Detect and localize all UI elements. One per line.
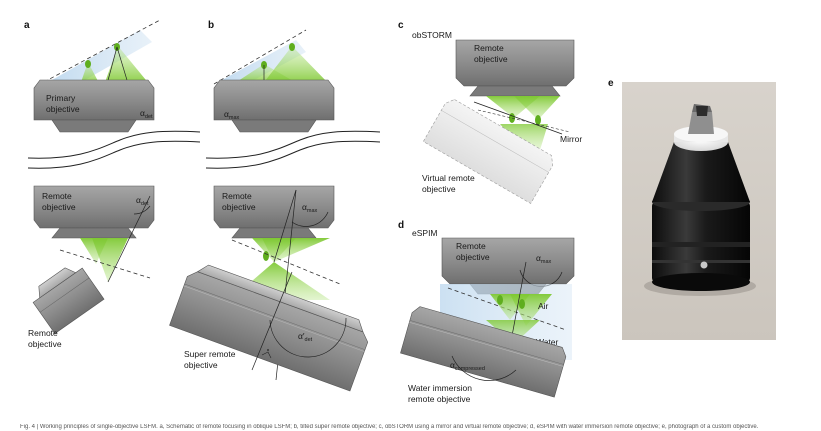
light-cone-right	[104, 46, 150, 85]
panel-e-letter: e	[608, 78, 614, 89]
primary-objective-base	[231, 119, 317, 133]
mirror-label: Mirror	[560, 134, 582, 144]
objective-photo-drawing	[644, 104, 756, 296]
focal-plane-line	[213, 29, 307, 85]
air-label: Air	[538, 301, 549, 311]
primary-objective	[33, 79, 155, 121]
right-angle-mark	[261, 351, 272, 359]
angle-arc	[269, 317, 347, 358]
panel-b: b αmax Remote objective αmax	[169, 20, 381, 392]
water-label: Water	[536, 337, 559, 347]
optical-axis	[251, 271, 293, 371]
panel-a: a Primary objective αdet Remote objectiv…	[24, 19, 201, 349]
remote-objective-label-1: Remote	[222, 191, 252, 201]
panel-e: e	[608, 78, 614, 89]
water-immersion-label-2: remote objective	[408, 394, 471, 404]
focal-plane-line	[43, 19, 161, 83]
panel-c-letter: c	[398, 20, 404, 31]
figure-caption: Fig. 4 | Working principles of single-ob…	[20, 424, 759, 430]
focus-spot	[263, 251, 269, 261]
super-remote-label-1: Super remote	[184, 349, 236, 359]
remote-objective-label-2: objective	[456, 252, 490, 262]
remote-objective-label-2: objective	[474, 54, 508, 64]
remote-objective	[455, 39, 575, 87]
virtual-remote-label-2: objective	[422, 184, 456, 194]
remote-objective-out-label-1: Remote	[28, 328, 58, 338]
panel-d: d eSPIM Remote objective αmax Air Water …	[398, 220, 575, 404]
alpha-det-label: αdet	[140, 108, 153, 120]
panel-d-letter: d	[398, 220, 404, 231]
remote-objective-label-1: Remote	[456, 241, 486, 251]
alpha-det-label-remote: αdet	[136, 195, 149, 207]
panel-a-letter: a	[24, 20, 30, 31]
break-line	[205, 130, 381, 159]
optical-axis	[107, 195, 151, 283]
panel-b-letter: b	[208, 20, 214, 31]
panel-c: c obSTORM Remote objective Mirror Virtua…	[398, 20, 582, 204]
virtual-remote-objective	[422, 99, 554, 204]
right-angle-dot	[267, 349, 269, 351]
tilted-remote-objective	[32, 267, 105, 335]
alpha-compressed-label: αcompressed	[450, 360, 485, 372]
reflected-cone	[500, 124, 548, 150]
water-immersion-remote-objective	[400, 306, 567, 398]
break-line	[27, 140, 201, 169]
focus-spot	[509, 113, 515, 123]
remote-objective-out-label-2: objective	[28, 339, 62, 349]
sample-plane	[52, 30, 152, 92]
light-cone	[92, 238, 128, 282]
remote-objective	[33, 185, 155, 229]
remote-objective	[213, 185, 335, 229]
mirror-line	[473, 101, 563, 135]
angle-arc	[133, 205, 151, 215]
light-cone-left	[80, 62, 100, 85]
focus-spot	[85, 60, 91, 68]
remote-objective-label-1: Remote	[474, 43, 504, 53]
focus-spot	[535, 115, 541, 125]
remote-objective-label-2: objective	[222, 202, 256, 212]
alpha-det-prime-label: α′det	[298, 331, 313, 343]
break-line	[27, 130, 201, 159]
primary-objective	[213, 79, 335, 121]
remote-objective-base	[231, 227, 317, 239]
espim-title: eSPIM	[412, 228, 438, 238]
break-line	[205, 140, 381, 169]
alpha-max-label: αmax	[536, 253, 552, 265]
image-plane-line	[231, 239, 341, 285]
remote-objective-base	[51, 227, 137, 239]
image-plane-line	[59, 249, 151, 279]
primary-objective-base	[51, 119, 137, 133]
optical-axis	[273, 189, 297, 263]
super-remote-label-2: objective	[184, 360, 218, 370]
alpha-max-label-remote: αmax	[302, 202, 318, 214]
focus-spot	[519, 299, 525, 309]
alpha-max-label: αmax	[224, 109, 240, 121]
virtual-remote-label-1: Virtual remote	[422, 173, 475, 183]
obstorm-title: obSTORM	[412, 30, 452, 40]
remote-objective-label-1: Remote	[42, 191, 72, 201]
objective-photograph	[622, 82, 776, 340]
primary-objective-label-2: objective	[46, 104, 80, 114]
light-cone	[514, 96, 560, 120]
angle-arc	[451, 355, 517, 381]
super-remote-objective	[169, 264, 369, 392]
focus-spot	[289, 43, 295, 51]
angle-arc	[291, 211, 329, 227]
focus-spot	[497, 295, 503, 305]
remote-objective-base	[469, 85, 561, 97]
remote-objective-label-2: objective	[42, 202, 76, 212]
primary-objective-label-1: Primary	[46, 93, 76, 103]
light-cone	[262, 46, 330, 85]
water-immersion-label-1: Water immersion	[408, 383, 472, 393]
light-cone	[262, 238, 330, 262]
focal-plane-line	[477, 109, 571, 133]
